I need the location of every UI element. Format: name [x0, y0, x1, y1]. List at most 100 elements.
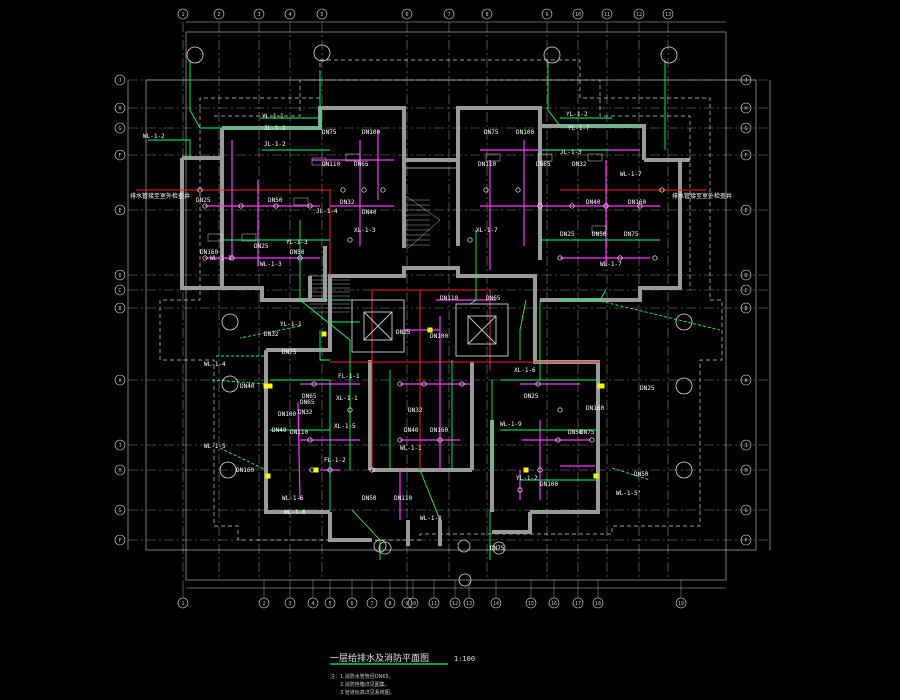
floor-drain-marker [597, 383, 603, 389]
pipe-size-label: DN110 [394, 495, 412, 502]
riser-label-jl: JL-1-1 [264, 125, 286, 132]
pipe-size-label: DN50 [268, 197, 283, 204]
fixture-node [603, 203, 609, 209]
axis-label-left: J [118, 443, 121, 449]
supply-pipe [319, 330, 330, 361]
riser-label-xl: XL-1-3 [354, 227, 376, 234]
fixture-node [617, 255, 623, 261]
axis-label-top: 6 [405, 12, 408, 18]
axis-bubble-top [633, 8, 645, 20]
riser-label-yl: YL-1-3 [286, 239, 308, 246]
axis-bubble-right [740, 374, 752, 386]
riser-label-jl: JL-1-2 [264, 141, 286, 148]
pipe-size-label: DN65 [536, 161, 551, 168]
supply-leader [595, 299, 721, 331]
axis-label-bottom: 19 [678, 601, 684, 607]
riser-label-xl: XL-1-7 [476, 227, 498, 234]
axis-label-top: 3 [257, 12, 260, 18]
axis-bubble-right [740, 504, 752, 516]
fixture-node [397, 437, 403, 443]
axis-label-right: C [744, 288, 747, 294]
pipe-size-label: DN40 [404, 427, 419, 434]
fixture-node [307, 203, 313, 209]
drawing-scale: 1:100 [454, 655, 475, 663]
pipe-size-label: DN75 [282, 349, 297, 356]
pipe-size-label: DN25 [524, 393, 539, 400]
pipe-size-label: DN110 [478, 161, 496, 168]
pipe-size-label: DN65 [354, 161, 369, 168]
wall-segment [492, 512, 532, 534]
fixture-node [537, 467, 543, 473]
axis-label-right: H [744, 106, 747, 112]
riser-label-wl: WL-1-5 [204, 443, 226, 450]
pipe-size-label: DN25 [396, 329, 411, 336]
pipe-size-label: DN160 [236, 467, 254, 474]
fixture-node [361, 187, 367, 193]
riser-label-fl: FL-1-1 [338, 373, 360, 380]
axis-bubble-top [662, 8, 674, 20]
floor-drain-marker [321, 331, 327, 337]
floor-drain-marker [265, 473, 271, 479]
elevator-left [351, 299, 405, 353]
axis-bubble-left [114, 122, 126, 134]
fixture-node [307, 437, 313, 443]
axis-label-left: F [118, 153, 121, 159]
pipe-size-label: DN100 [278, 411, 296, 418]
riser-label-wl: WL-1-3 [260, 261, 282, 268]
wall-segment [328, 512, 372, 542]
pipe-size-label: DN50 [362, 495, 377, 502]
inspection-well-circle [378, 541, 392, 555]
pipe-size-label: DN110 [290, 429, 308, 436]
riser-label-wl: WL-1-7 [600, 261, 622, 268]
pipe-size-label: DN110 [322, 161, 340, 168]
fixture-node [327, 467, 333, 473]
floor-drain-marker [523, 467, 529, 473]
axis-bubble-left [114, 439, 126, 451]
supply-leader [611, 467, 651, 481]
note-1: 注：1.消防水管管径DN65。 [330, 673, 394, 680]
tag-box [345, 153, 361, 162]
tag-box [311, 157, 327, 166]
axis-label-bottom: 13 [466, 601, 472, 607]
fixture-node [347, 407, 353, 413]
axis-label-bottom: 15 [528, 601, 534, 607]
pipe-size-label: DN110 [440, 295, 458, 302]
axis-bubble-left [114, 74, 126, 86]
axis-label-bottom: 8 [388, 601, 391, 607]
corridor-slab [403, 159, 459, 169]
axis-bubble-left [114, 534, 126, 546]
wall-segment [264, 350, 330, 514]
pipe-size-label: DN40 [586, 199, 601, 206]
supply-pipe [547, 62, 640, 127]
fixture-node [555, 437, 561, 443]
fixture-node [483, 187, 489, 193]
tag-box [485, 153, 501, 162]
axis-label-left: A [118, 378, 121, 384]
axis-label-bottom: 11 [431, 601, 437, 607]
fixture-node [589, 437, 595, 443]
inspection-well-circle [221, 375, 239, 393]
note-2: 2.消防栓箱详见图集。 [340, 681, 390, 688]
pipe-size-label: DN25 [254, 243, 269, 250]
axis-bubble-left [114, 374, 126, 386]
axis-label-right: G [744, 126, 747, 132]
inspection-wells [186, 44, 693, 587]
riser-label-jl: JL-1-4 [316, 208, 338, 215]
tag-box [207, 233, 223, 242]
elevator-right-car [467, 315, 497, 345]
axis-label-top: 11 [604, 12, 610, 18]
axis-bubble-right [740, 204, 752, 216]
axis-label-top: 5 [320, 12, 323, 18]
pipe-size-label: DN50 [634, 471, 649, 478]
axis-label-bottom: 18 [595, 601, 601, 607]
axis-bubble-right [740, 464, 752, 476]
inspection-well-circle [675, 313, 693, 331]
riser-label-yl: YL-1-2 [566, 111, 588, 118]
fixture-node [637, 203, 643, 209]
axis-bubble-top [316, 8, 328, 20]
pipe-size-label: DN25 [196, 197, 211, 204]
footprint-dashed-outline [159, 59, 723, 541]
inspection-well-circle [660, 46, 678, 64]
pipe-size-label: DN100 [362, 129, 380, 136]
axis-bubble-top [401, 8, 413, 20]
